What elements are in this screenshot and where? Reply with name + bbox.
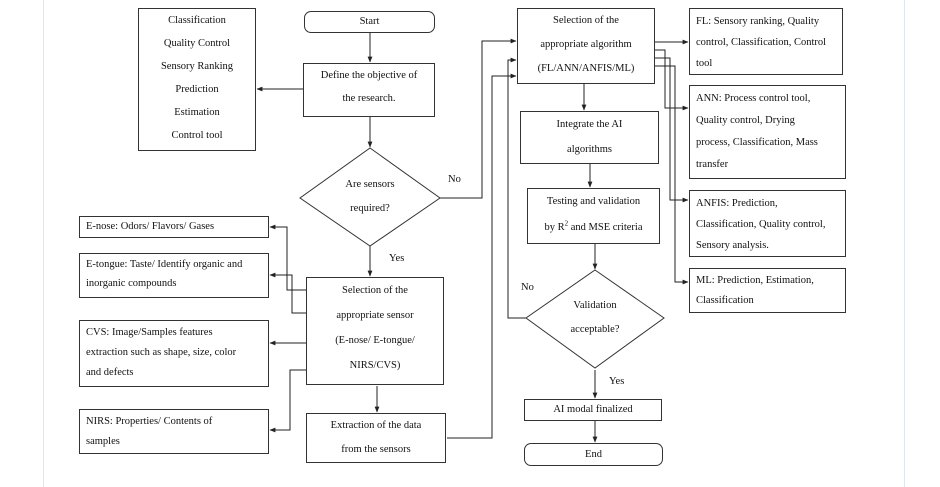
start-node: Start: [304, 11, 435, 33]
ann-text-line: Quality control, Drying: [696, 115, 795, 126]
integrate-text-line: Integrate the AI: [556, 119, 623, 130]
end-node: End: [524, 443, 663, 466]
ann-text-line: transfer: [696, 159, 729, 170]
end-text: End: [585, 449, 602, 460]
cvs-text-line: extraction such as shape, size, color: [86, 347, 237, 358]
no-sensors-label: No: [448, 174, 461, 185]
sensor-selection-line: appropriate sensor: [336, 310, 414, 321]
testing-box: Testing and validation by R2 and MSE cri…: [527, 188, 660, 244]
extraction-box: Extraction of the data from the sensors: [306, 413, 446, 463]
objective-item: Quality Control: [163, 38, 231, 49]
anfis-box: ANFIS: Prediction, Classification, Quali…: [689, 190, 846, 257]
validation-text-line: acceptable?: [570, 324, 620, 335]
testing-text-line: by R2 and MSE criteria: [528, 215, 659, 241]
extraction-text-line: from the sensors: [341, 444, 411, 455]
extraction-text-line: Extraction of the data: [330, 420, 422, 431]
fl-text-line: tool: [696, 58, 713, 69]
fl-text-line: control, Classification, Control: [696, 37, 827, 48]
testing-superscript: 2: [564, 219, 569, 228]
finalized-text: AI modal finalized: [553, 404, 633, 415]
cvs-box: CVS: Image/Samples features extraction s…: [79, 320, 269, 387]
sensor-selection-box: Selection of the appropriate sensor (E-n…: [306, 277, 444, 385]
etongue-text-line: E-tongue: Taste/ Identify organic and: [86, 259, 243, 270]
integrate-text-line: algorithms: [567, 144, 612, 155]
objective-text-line: the research.: [342, 93, 396, 104]
enose-box: E-nose: Odors/ Flavors/ Gases: [79, 216, 269, 238]
algorithm-selection-line: (FL/ANN/ANFIS/ML): [537, 63, 635, 74]
objective-box: Define the objective of the research.: [303, 63, 435, 117]
decision-text-line: required?: [350, 203, 390, 214]
algorithm-selection-line: appropriate algorithm: [540, 39, 632, 50]
ann-text-line: ANN: Process control tool,: [696, 93, 811, 104]
testing-text-line: Testing and validation: [546, 196, 641, 207]
validation-decision-diamond: [525, 269, 665, 369]
sensor-selection-line: NIRS/CVS): [349, 360, 401, 371]
etongue-box: E-tongue: Taste/ Identify organic and in…: [79, 253, 269, 298]
etongue-text-line: inorganic compounds: [86, 278, 177, 289]
decision-text-line: Are sensors: [345, 179, 395, 190]
testing-prefix: by R: [544, 222, 565, 233]
sensors-decision-text: Are sensors required?: [320, 173, 420, 221]
fl-box: FL: Sensory ranking, Quality control, Cl…: [689, 8, 843, 75]
algorithm-selection-box: Selection of the appropriate algorithm (…: [517, 8, 655, 84]
no-validation-label: No: [521, 282, 534, 293]
frame-right-border: [904, 0, 905, 487]
testing-suffix: and MSE criteria: [568, 222, 643, 233]
anfis-text-line: ANFIS: Prediction,: [696, 198, 778, 209]
ml-text-line: Classification: [696, 295, 754, 306]
anfis-text-line: Classification, Quality control,: [696, 219, 826, 230]
ml-box: ML: Prediction, Estimation, Classificati…: [689, 268, 846, 313]
objective-item: Classification: [168, 15, 226, 26]
objective-item: Control tool: [171, 130, 223, 141]
nirs-text-line: NIRS: Properties/ Contents of: [86, 416, 213, 427]
algorithm-selection-line: Selection of the: [553, 15, 619, 26]
nirs-box: NIRS: Properties/ Contents of samples: [79, 409, 269, 454]
anfis-text-line: Sensory analysis.: [696, 240, 769, 251]
ml-text-line: ML: Prediction, Estimation,: [696, 275, 814, 286]
sensor-selection-line: (E-nose/ E-tongue/: [335, 335, 415, 346]
sensor-selection-line: Selection of the: [342, 285, 408, 296]
start-text: Start: [359, 16, 380, 27]
nirs-text-line: samples: [86, 436, 120, 447]
integrate-box: Integrate the AI algorithms: [520, 111, 659, 164]
yes-sensors-label: Yes: [389, 253, 405, 264]
sensors-decision-diamond: [299, 147, 441, 247]
cvs-text-line: and defects: [86, 367, 134, 378]
validation-text-line: Validation: [573, 300, 617, 311]
objectives-list-box: Classification Quality Control Sensory R…: [138, 8, 256, 151]
objective-item: Prediction: [175, 84, 219, 95]
objective-item: Estimation: [174, 107, 220, 118]
finalized-box: AI modal finalized: [524, 399, 662, 421]
enose-text: E-nose: Odors/ Flavors/ Gases: [86, 221, 215, 232]
yes-validation-label: Yes: [609, 376, 625, 387]
fl-text-line: FL: Sensory ranking, Quality: [696, 16, 820, 27]
ann-text-line: process, Classification, Mass: [696, 137, 818, 148]
ann-box: ANN: Process control tool, Quality contr…: [689, 85, 846, 179]
objective-text-line: Define the objective of: [320, 70, 418, 81]
validation-decision-text: Validation acceptable?: [545, 294, 645, 342]
objective-item: Sensory Ranking: [160, 61, 234, 72]
cvs-text-line: CVS: Image/Samples features: [86, 327, 213, 338]
frame-left-border: [43, 0, 44, 487]
